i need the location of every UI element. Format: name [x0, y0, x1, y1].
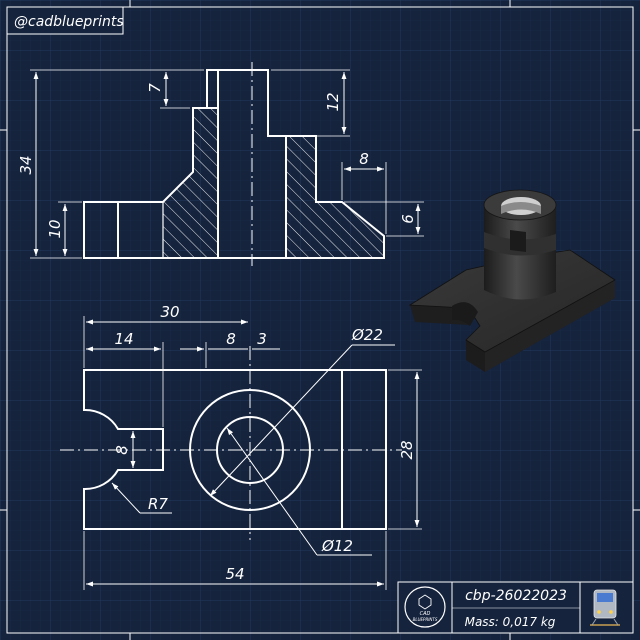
dim-8-slot: 8	[113, 445, 131, 455]
title-block: CAD BLUEPRINTS cbp-26022023 Mass: 0,017 …	[397, 581, 634, 634]
dim-6: 6	[399, 214, 417, 224]
dim-12: 12	[324, 92, 342, 111]
front-view: 34 10 7 12 8 6	[17, 62, 424, 266]
dim-3: 3	[257, 330, 267, 348]
front-hatch-left	[163, 108, 218, 258]
leader-d12	[226, 427, 318, 556]
dim-8-bore: 8	[226, 330, 236, 348]
front-hatch-right	[286, 136, 384, 258]
train-icon	[590, 589, 620, 626]
handle-badge[interactable]: @cadblueprints	[6, 6, 124, 35]
dim-10: 10	[46, 219, 64, 238]
part-number: cbp-26022023	[465, 588, 567, 604]
leader-d22	[209, 344, 353, 497]
leader-r7	[111, 482, 141, 514]
dim-7: 7	[146, 83, 164, 93]
company-logo: CAD BLUEPRINTS	[404, 586, 446, 628]
dim-14: 14	[114, 330, 133, 348]
logo-text-cad: CAD	[420, 611, 431, 617]
dim-d22: Ø22	[351, 326, 383, 344]
dim-54: 54	[225, 565, 244, 583]
dim-r7: R7	[148, 495, 168, 513]
dim-30: 30	[160, 303, 179, 321]
dim-d12: Ø12	[321, 537, 353, 555]
dim-34: 34	[17, 155, 35, 174]
top-outline	[83, 369, 387, 530]
isometric-render	[408, 189, 616, 372]
dim-8-rib: 8	[359, 150, 369, 168]
top-view: 30 14 8 3 Ø22 8 28 R7 Ø12 54	[60, 303, 422, 590]
handle-text: @cadblueprints	[14, 14, 124, 30]
dim-28: 28	[398, 440, 416, 459]
logo-text-blueprints: BLUEPRINTS	[413, 617, 438, 622]
mass-label: Mass: 0,017 kg	[465, 615, 556, 629]
